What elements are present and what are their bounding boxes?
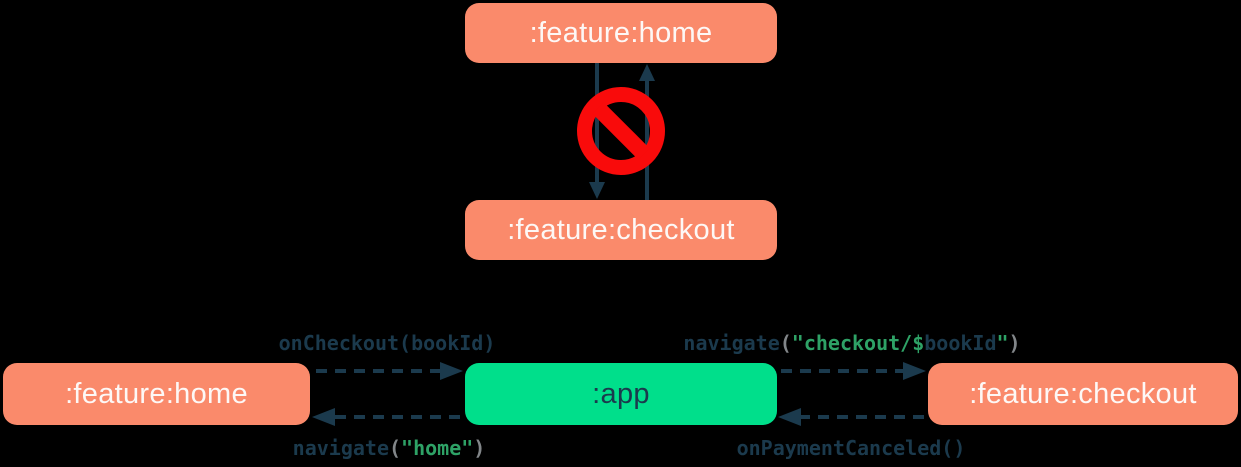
on-checkout-fn: onCheckout [278, 331, 400, 355]
on-checkout-open-paren: ( [399, 331, 412, 355]
navigate-checkout-close-paren: ) [1008, 331, 1021, 355]
label-navigate-home: navigate("home") [293, 437, 486, 459]
navigate-checkout-open-paren: ( [779, 331, 792, 355]
node-feature-checkout-top-label: :feature:checkout [507, 213, 735, 246]
navigate-home-open-paren: ( [388, 436, 402, 460]
label-navigate-checkout: navigate("checkout/$bookId") [683, 332, 1020, 354]
label-on-checkout: onCheckout(bookId) [279, 332, 496, 354]
node-feature-home-top-label: :feature:home [529, 16, 713, 49]
on-checkout-arg: bookId [411, 331, 484, 355]
node-feature-checkout-top: :feature:checkout [465, 200, 777, 260]
navigate-home-fn: navigate [292, 436, 389, 460]
node-feature-checkout-bottom-label: :feature:checkout [969, 377, 1197, 410]
navigate-home-string: "home" [401, 436, 474, 460]
label-on-payment-canceled: onPaymentCanceled() [737, 437, 966, 459]
navigate-home-close-paren: ) [473, 436, 486, 460]
on-payment-canceled-parens: () [941, 436, 966, 460]
node-app: :app [465, 363, 777, 425]
arrow-checkout-to-app [778, 408, 924, 426]
node-feature-home-bottom-label: :feature:home [65, 377, 248, 410]
on-checkout-close-paren: ) [483, 331, 496, 355]
navigate-checkout-fn: navigate [683, 331, 780, 355]
navigate-checkout-template-sigil: $ [912, 331, 925, 355]
navigate-checkout-string-start: "checkout/ [791, 331, 913, 355]
node-feature-home-top: :feature:home [465, 3, 777, 63]
node-feature-home-bottom: :feature:home [3, 363, 310, 425]
node-app-label: :app [592, 377, 650, 410]
arrow-app-to-home [312, 408, 460, 426]
on-payment-canceled-fn: onPaymentCanceled [736, 436, 942, 460]
arrow-app-to-checkout [781, 362, 926, 380]
no-entry-icon [577, 87, 665, 175]
arrow-home-to-app [316, 362, 463, 380]
node-feature-checkout-bottom: :feature:checkout [928, 363, 1238, 425]
navigate-checkout-template-var: bookId [924, 331, 997, 355]
navigate-checkout-string-end: " [996, 331, 1009, 355]
